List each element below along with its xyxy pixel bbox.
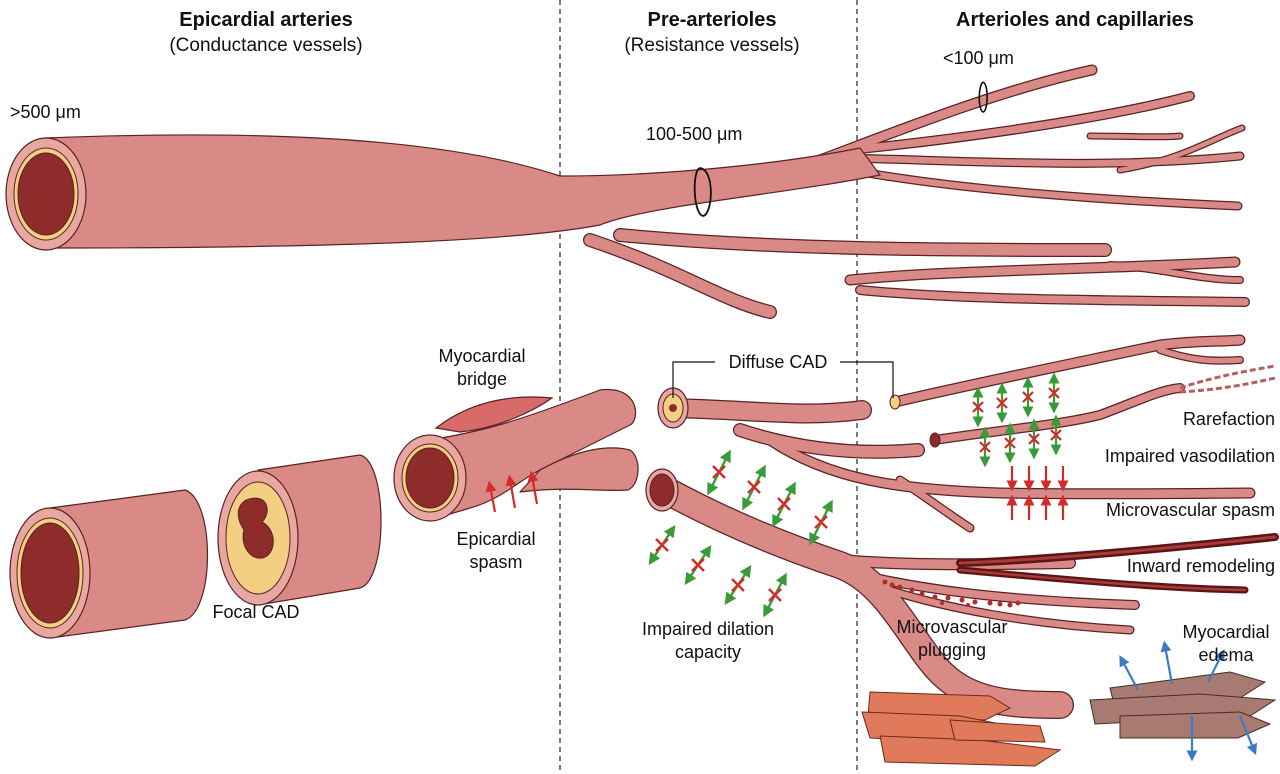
microvascular-spasm-arrows bbox=[1006, 466, 1069, 520]
impaired-dilation-x-marks bbox=[655, 465, 828, 602]
diffuse-cad-label: Diffuse CAD bbox=[729, 352, 828, 372]
focal-cad-segment bbox=[217, 454, 382, 606]
microvascular-plugging-label-line2: plugging bbox=[918, 640, 986, 660]
normal-cardiomyocytes bbox=[861, 691, 1062, 767]
inward-remodeling-vessel bbox=[956, 533, 1279, 594]
section-subtitle-epicardial: (Conductance vessels) bbox=[169, 35, 362, 56]
size-label-small: <100 μm bbox=[943, 48, 1014, 68]
impaired-vasodilation-x-marks bbox=[972, 387, 1062, 453]
edema-arrows bbox=[1119, 640, 1257, 762]
normal-epicardial-segment bbox=[9, 489, 209, 639]
microvascular-plugging-label: Microvascular bbox=[896, 617, 1007, 637]
myocardial-edema-label-line2: edema bbox=[1198, 645, 1254, 665]
section-title-epicardial: Epicardial arteries bbox=[179, 9, 352, 31]
section-title-arterioles: Arterioles and capillaries bbox=[956, 9, 1194, 31]
plugging-cells bbox=[882, 579, 1021, 608]
edematous-cardiomyocytes bbox=[1089, 671, 1277, 739]
epicardial-spasm-label-line2: spasm bbox=[469, 552, 522, 572]
myocardial-bridge-label-line2: bridge bbox=[457, 369, 507, 389]
diffuse-cad-callout bbox=[672, 361, 894, 398]
spasm-segment bbox=[393, 389, 639, 522]
myocardial-edema-label: Myocardial bbox=[1182, 622, 1269, 642]
size-label-medium: 100-500 μm bbox=[646, 124, 742, 144]
size-label-large: >500 μm bbox=[10, 102, 81, 122]
section-subtitle-pre-arterioles: (Resistance vessels) bbox=[624, 35, 799, 56]
diffuse-cad-vessel bbox=[657, 387, 1256, 533]
inward-remodeling-label: Inward remodeling bbox=[1127, 556, 1275, 576]
impaired-dilation-label-line2: capacity bbox=[675, 642, 741, 662]
microvascular-spasm-label: Microvascular spasm bbox=[1106, 500, 1275, 520]
epicardial-spasm-label: Epicardial bbox=[456, 529, 535, 549]
myocardial-bridge-muscle bbox=[434, 396, 554, 433]
arteriole-branches bbox=[889, 334, 1276, 448]
normal-vessel-tree bbox=[5, 64, 1250, 319]
myocardial-bridge-label: Myocardial bbox=[438, 346, 525, 366]
impaired-vasodilation-label: Impaired vasodilation bbox=[1105, 446, 1275, 466]
focal-cad-label: Focal CAD bbox=[212, 602, 299, 622]
rarefaction-label: Rarefaction bbox=[1183, 409, 1275, 429]
section-title-pre-arterioles: Pre-arterioles bbox=[648, 9, 777, 31]
spasm-arrows bbox=[485, 470, 539, 513]
impaired-dilation-label: Impaired dilation bbox=[642, 619, 774, 639]
